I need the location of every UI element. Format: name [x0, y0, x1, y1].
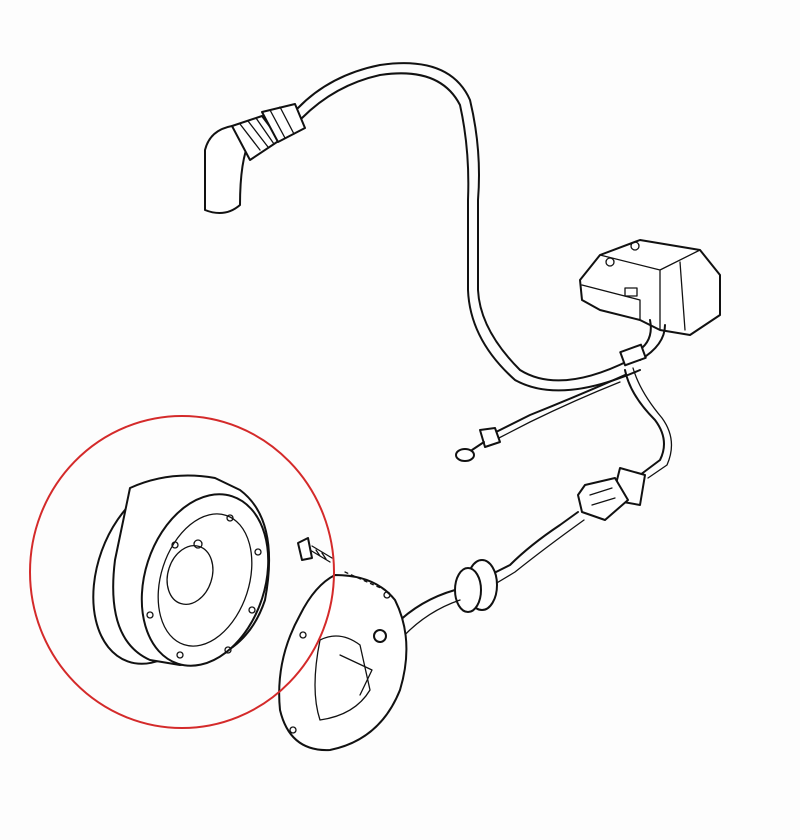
ignition-coil	[579, 239, 721, 367]
flywheel	[92, 474, 271, 667]
high-tension-lead	[297, 62, 641, 392]
spark-plug-cap	[204, 103, 306, 215]
stator-plate	[278, 571, 408, 752]
connector	[479, 367, 673, 591]
screw	[297, 537, 333, 563]
ground-terminal	[455, 374, 626, 462]
highlight-circle	[29, 415, 335, 729]
